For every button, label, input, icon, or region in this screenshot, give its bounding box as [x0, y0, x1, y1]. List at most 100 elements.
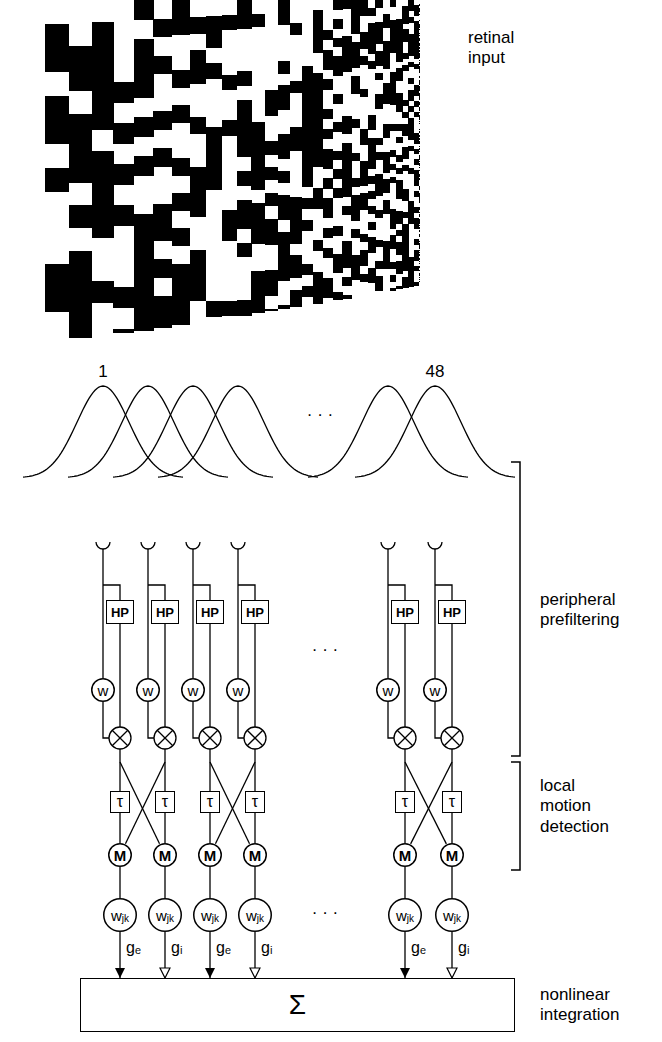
wire — [103, 585, 120, 600]
wire — [119, 749, 120, 791]
pattern-cell — [360, 169, 368, 177]
pattern-cell — [375, 189, 383, 197]
pattern-cell — [360, 234, 368, 242]
pattern-cell — [408, 17, 414, 23]
pattern-cell — [419, 176, 420, 177]
pattern-cell — [419, 63, 420, 64]
pattern-cell — [383, 21, 390, 28]
pattern-cell — [251, 149, 265, 163]
gaussian-curve — [68, 386, 228, 477]
synaptic-weight-circle: wjk — [103, 898, 137, 932]
pattern-cell — [419, 196, 420, 197]
pattern-cell — [396, 25, 403, 32]
pattern-cell — [419, 43, 420, 44]
pattern-cell — [153, 222, 172, 241]
connector — [451, 813, 452, 843]
node-text: w — [443, 908, 454, 923]
pattern-cell — [383, 179, 390, 186]
pattern-cell — [333, 0, 343, 10]
pattern-cell — [402, 53, 408, 59]
pattern-cell — [313, 94, 324, 105]
pattern-cell — [419, 121, 420, 122]
pattern-cell — [134, 0, 154, 20]
pattern-cell — [419, 108, 420, 109]
pattern-cell — [237, 300, 252, 315]
pattern-cell — [351, 85, 360, 94]
pattern-cell — [351, 42, 360, 51]
pattern-cell — [402, 189, 408, 195]
pattern-cell — [402, 29, 408, 35]
pattern-cell — [342, 206, 351, 215]
pattern-cell — [323, 208, 333, 218]
wire — [238, 702, 244, 738]
pattern-cell — [419, 35, 420, 36]
pattern-cell — [419, 163, 420, 164]
highpass-box: HP — [391, 600, 419, 624]
pattern-cell — [360, 129, 368, 137]
pattern-cell — [419, 89, 420, 90]
pattern-cell — [375, 240, 383, 248]
node-text-holder: wjk — [103, 898, 137, 932]
pattern-cell — [419, 135, 420, 136]
photoreceptor-symbol — [186, 542, 200, 549]
pattern-cell — [302, 110, 313, 121]
pattern-cell — [45, 48, 69, 72]
pattern-cell — [419, 84, 420, 85]
pattern-cell — [302, 264, 313, 275]
pattern-cell — [419, 281, 420, 282]
ellipsis: · · · — [280, 405, 360, 425]
pattern-cell — [419, 99, 420, 100]
node-text: HP — [443, 606, 461, 619]
weight-circle: w — [376, 678, 400, 702]
pattern-cell — [302, 88, 313, 99]
pattern-cell — [402, 6, 408, 12]
pattern-cell — [290, 139, 302, 151]
pattern-cell — [419, 243, 420, 244]
pattern-cell — [414, 11, 420, 17]
pattern-cell — [414, 21, 420, 27]
pattern-cell — [419, 141, 420, 142]
pattern-cell — [333, 38, 343, 48]
pattern-cell — [419, 230, 420, 231]
pattern-cell — [419, 112, 420, 113]
pattern-cell — [313, 292, 324, 303]
multiplier-symbol — [244, 727, 266, 749]
pattern-cell — [419, 158, 420, 159]
synaptic-weight-circle: wjk — [193, 898, 227, 932]
pattern-cell — [383, 152, 390, 159]
pattern-cell — [414, 223, 420, 229]
pattern-cell — [414, 239, 420, 245]
node-text-holder: τ — [201, 792, 219, 812]
pattern-cell — [351, 76, 360, 85]
pattern-cell — [419, 259, 420, 260]
pattern-cell — [222, 120, 237, 135]
pattern-cell — [414, 207, 420, 213]
pattern-cell — [237, 71, 252, 86]
pattern-cell — [390, 209, 397, 216]
pattern-cell — [402, 248, 408, 254]
node-text: w — [98, 683, 109, 698]
pattern-cell — [414, 27, 420, 33]
pattern-cell — [383, 41, 390, 48]
gaussian-curve — [113, 386, 273, 477]
pattern-cell — [419, 159, 420, 160]
pattern-cell — [396, 137, 403, 144]
pattern-cell — [92, 65, 114, 87]
gaussian-curve — [308, 386, 468, 477]
wire — [103, 702, 109, 738]
wire — [164, 624, 165, 727]
pattern-cell — [383, 255, 390, 262]
wire — [435, 702, 441, 738]
pattern-cell — [313, 240, 324, 251]
pattern-cell — [419, 48, 420, 49]
synaptic-weight-circle: wjk — [238, 898, 272, 932]
pattern-cell — [419, 29, 420, 30]
pattern-cell — [368, 145, 376, 153]
pattern-cell — [419, 156, 420, 157]
pattern-cell — [419, 222, 420, 223]
pattern-cell — [419, 88, 420, 89]
pattern-cell — [172, 18, 190, 36]
pattern-cell — [313, 146, 324, 157]
connector — [254, 932, 255, 978]
circle-shape — [104, 899, 137, 932]
